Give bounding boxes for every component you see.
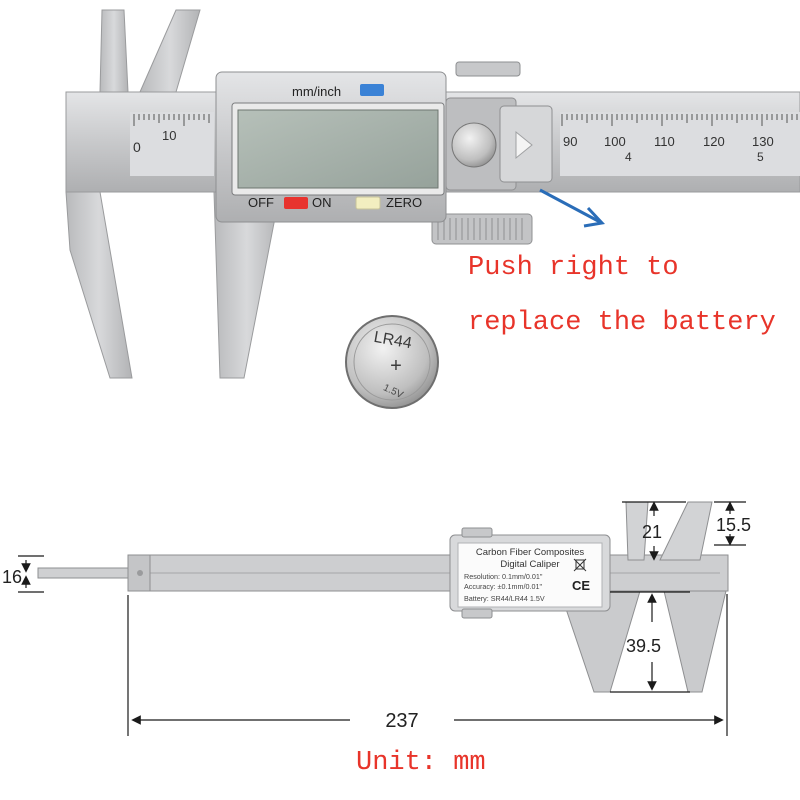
caption-line-2: replace the battery: [468, 308, 776, 338]
side-upper-fixed-jaw: [659, 501, 713, 561]
thumb-wheel[interactable]: [431, 213, 533, 245]
ruler-number-110: 110: [654, 134, 675, 149]
upper-fixed-jaw: [99, 9, 129, 93]
ce-mark: CE: [572, 578, 590, 593]
dimension-lines: [18, 501, 746, 736]
ruler-number-10: 10: [162, 128, 176, 143]
battery-in-compartment: [451, 122, 497, 168]
ruler-strip-left: [130, 112, 214, 176]
battery-label: LR44: [372, 329, 413, 352]
spec-line-2: Digital Caliper: [500, 559, 559, 570]
caliper-side-view: Carbon Fiber Composites Digital Caliper …: [2, 501, 751, 736]
ruler-ticks-left: [133, 114, 210, 126]
spec-line-1: Carbon Fiber Composites: [476, 547, 584, 558]
side-lower-fixed-jaw: [663, 590, 727, 693]
upper-moving-jaw: [139, 9, 201, 93]
zero-button[interactable]: [355, 196, 381, 210]
dim-upper-jaw-outer: 15.5: [716, 515, 751, 535]
ruler-strip-right: [560, 112, 800, 176]
lower-fixed-jaw: [65, 191, 133, 379]
ruler-number-120: 120: [703, 134, 725, 149]
dim-lower-jaw: 39.5: [626, 636, 661, 656]
dim-total-length: 237: [385, 710, 418, 732]
depth-rod: [37, 567, 131, 579]
lcd-glass: [237, 109, 439, 189]
caliper-front-view: 0 10 90 100 110 120 130 4 5 mm/inch OFF …: [65, 9, 800, 409]
spec-line-4: Accuracy: ±0.1mm/0.01": [464, 582, 542, 591]
weee-bin-icon: [573, 558, 587, 572]
caption-line-1: Push right to: [468, 253, 679, 283]
ruler-number-0: 0: [133, 139, 141, 155]
off-label: OFF: [248, 195, 274, 210]
inch-mark-5: 5: [757, 150, 764, 164]
slide-arrow-icon: [515, 130, 533, 160]
ruler-number-100: 100: [604, 134, 626, 149]
ruler-number-130: 130: [752, 134, 774, 149]
zero-label: ZERO: [386, 195, 422, 210]
on-button[interactable]: [284, 197, 308, 209]
lr44-battery: LR44 + 1.5V: [345, 315, 439, 409]
side-thumbwheel-bottom[interactable]: [461, 608, 493, 619]
mm-inch-label: mm/inch: [292, 84, 341, 99]
spec-line-5: Battery: SR44/LR44 1.5V: [464, 594, 545, 603]
push-arrow-icon: [539, 188, 606, 228]
side-thumbwheel-top[interactable]: [461, 527, 493, 538]
dim-upper-jaw-inner: 21: [642, 522, 662, 542]
lock-screw[interactable]: [455, 61, 521, 77]
mm-inch-button[interactable]: [360, 84, 384, 96]
unit-caption: Unit: mm: [356, 748, 486, 778]
ruler-number-90: 90: [563, 134, 577, 149]
spec-line-3: Resolution: 0.1mm/0.01": [464, 572, 543, 581]
spec-label: [457, 542, 603, 608]
ruler-ticks-right: [561, 114, 798, 126]
battery-plus: +: [390, 355, 402, 377]
inch-mark-4: 4: [625, 150, 632, 164]
on-label: ON: [312, 195, 332, 210]
dim-depth-rod: 16: [2, 567, 22, 587]
